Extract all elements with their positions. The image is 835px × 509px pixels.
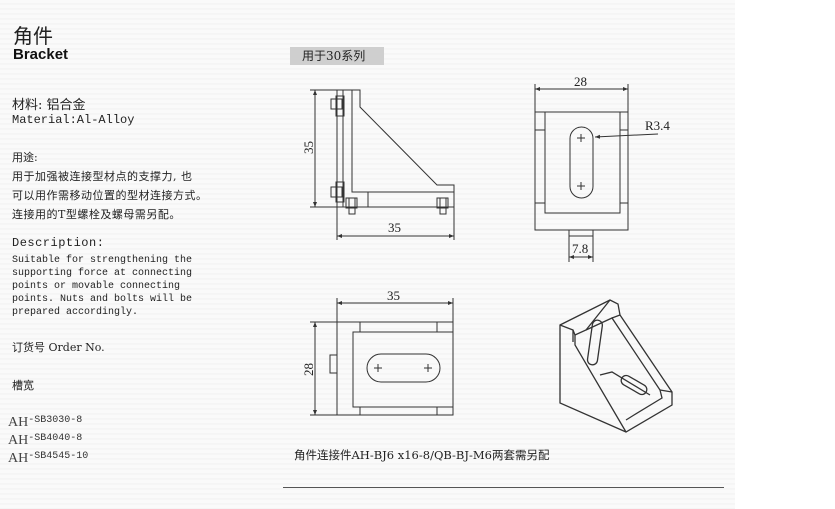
- series-badge: 用于30系列: [290, 47, 384, 65]
- page-margin: [735, 0, 835, 509]
- order-number-label: 订货号 Order No.: [12, 341, 105, 354]
- divider: [283, 487, 724, 488]
- usage-line: 可以用作需移动位置的型材连接方式。: [12, 189, 208, 202]
- title-cn: 角件: [13, 24, 53, 48]
- description-line: Suitable for strengthening the: [12, 255, 193, 266]
- front-view-drawing: 28 R3.4 7.8: [534, 74, 670, 262]
- order-code: AH-SB4545-10: [8, 451, 88, 467]
- material-en: Material:Al-Alloy: [12, 113, 135, 127]
- dim-top-height: 28: [301, 363, 316, 376]
- dim-side-width: 35: [388, 220, 401, 235]
- code-suffix: -SB4040-8: [28, 433, 83, 444]
- code-prefix: AH: [8, 451, 29, 466]
- description-line: supporting force at connecting: [12, 268, 193, 279]
- order-code: AH-SB4040-8: [8, 433, 82, 449]
- description-line: points or movable connecting: [12, 281, 181, 292]
- title-en: Bracket: [13, 46, 69, 63]
- accessory-note: 角件连接件AH-BJ6 x16-8/QB-BJ-M6两套需另配: [294, 448, 550, 462]
- usage-line: 用于加强被连接型材点的支撑力, 也: [12, 170, 193, 183]
- usage-line: 连接用的T型螺栓及螺母需另配。: [12, 208, 181, 221]
- dim-tab-width: 7.8: [572, 241, 588, 256]
- slot-width-label: 槽宽: [12, 379, 34, 392]
- description-heading: Description:: [12, 236, 105, 250]
- usage-heading: 用途:: [12, 151, 38, 164]
- dim-radius: R3.4: [645, 118, 670, 133]
- dim-top-width: 35: [387, 288, 400, 303]
- description-line: prepared accordingly.: [12, 307, 139, 318]
- top-view-drawing: 35 28: [301, 288, 454, 416]
- dim-front-width: 28: [574, 74, 587, 89]
- order-code: AH-SB3030-8: [8, 415, 82, 431]
- isometric-view-drawing: [559, 299, 673, 433]
- dim-side-height: 35: [301, 141, 316, 154]
- code-prefix: AH: [8, 415, 29, 430]
- code-suffix: -SB3030-8: [28, 415, 83, 426]
- description-line: points. Nuts and bolts will be: [12, 294, 193, 305]
- code-suffix: -SB4545-10: [28, 451, 89, 462]
- side-view-drawing: 35 35: [301, 89, 455, 240]
- code-prefix: AH: [8, 433, 29, 448]
- material-cn: 材料: 铝合金: [12, 98, 86, 113]
